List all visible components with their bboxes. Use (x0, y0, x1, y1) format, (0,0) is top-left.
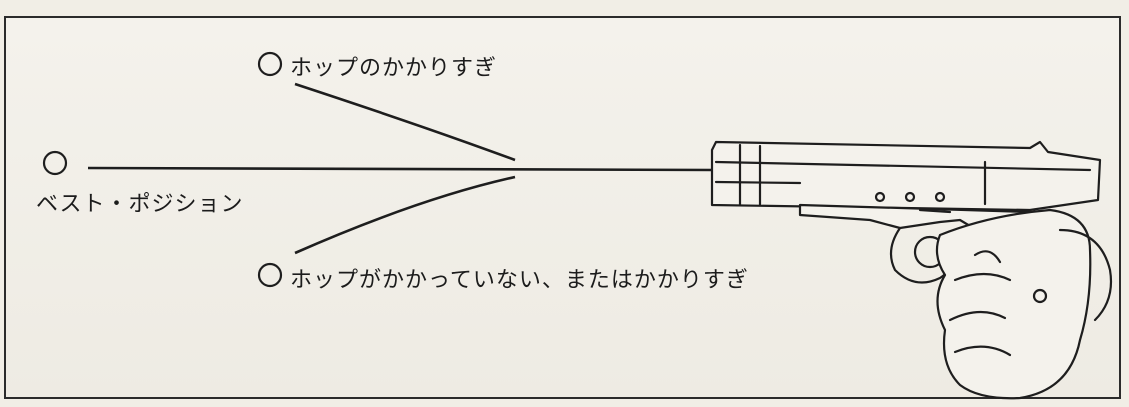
target-circle-icon-top (257, 51, 283, 77)
trajectory-straight (87, 166, 717, 172)
trajectory-under-hop (294, 175, 516, 255)
target-circle-icon-best (42, 150, 68, 176)
trajectory-over-hop (294, 82, 516, 162)
target-circle-icon-bottom (257, 262, 283, 288)
label-best-position: ベスト・ポジション (36, 192, 244, 217)
label-under-hop: ホップがかかっていない、またはかかりすぎ (290, 268, 749, 293)
pistol-in-hand-icon (710, 140, 1113, 400)
label-over-hop: ホップのかかりすぎ (290, 56, 498, 81)
